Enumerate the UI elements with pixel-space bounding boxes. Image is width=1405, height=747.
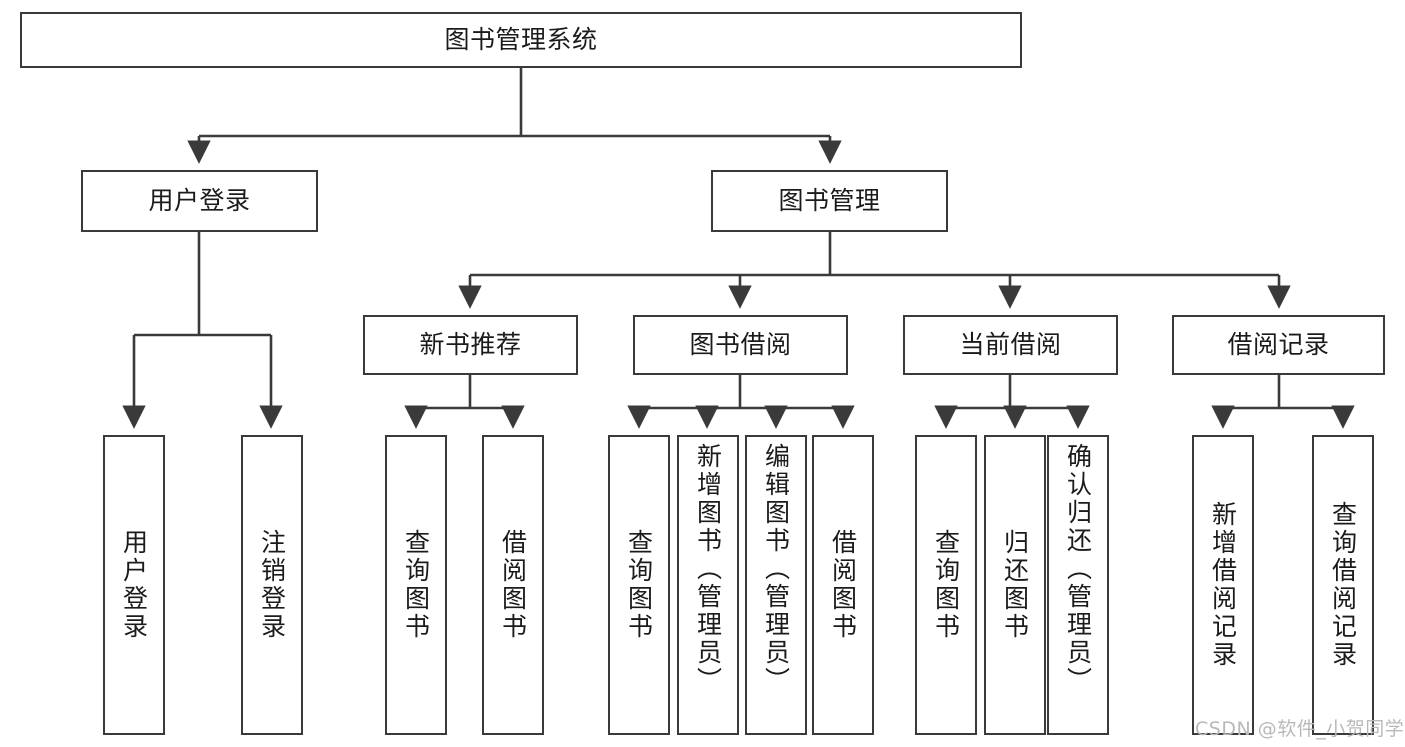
- node-label: 当前借阅: [959, 329, 1062, 359]
- node-label: 确认归还（管理员）: [1063, 443, 1093, 695]
- node-label: 查询借阅记录: [1328, 501, 1358, 669]
- node-label: 用户登录: [148, 185, 251, 215]
- node-new-book-recommend[interactable]: 新书推荐: [363, 315, 578, 375]
- node-label: 用户登录: [119, 529, 149, 641]
- leaf-edit-book-admin[interactable]: 编辑图书（管理员）: [745, 435, 807, 735]
- leaf-borrow-book-recommend[interactable]: 借阅图书: [482, 435, 544, 735]
- node-label: 借阅图书: [498, 529, 528, 641]
- node-label: 借阅记录: [1227, 329, 1330, 359]
- leaf-query-book-recommend[interactable]: 查询图书: [385, 435, 447, 735]
- node-label: 图书借阅: [689, 329, 792, 359]
- node-user-login[interactable]: 用户登录: [81, 170, 318, 232]
- leaf-confirm-return-admin[interactable]: 确认归还（管理员）: [1047, 435, 1109, 735]
- leaf-query-book-current[interactable]: 查询图书: [915, 435, 977, 735]
- node-book-management[interactable]: 图书管理: [711, 170, 948, 232]
- node-label: 查询图书: [624, 529, 654, 641]
- leaf-query-book-borrow[interactable]: 查询图书: [608, 435, 670, 735]
- node-current-borrow[interactable]: 当前借阅: [903, 315, 1118, 375]
- leaf-return-book[interactable]: 归还图书: [984, 435, 1046, 735]
- node-book-borrow[interactable]: 图书借阅: [633, 315, 848, 375]
- node-label: 新增借阅记录: [1208, 501, 1238, 669]
- node-borrow-records[interactable]: 借阅记录: [1172, 315, 1385, 375]
- node-label: 新增图书（管理员）: [693, 443, 723, 695]
- leaf-user-login[interactable]: 用户登录: [103, 435, 165, 735]
- leaf-user-logout[interactable]: 注销登录: [241, 435, 303, 735]
- node-label: 注销登录: [257, 529, 287, 641]
- leaf-query-borrow-record[interactable]: 查询借阅记录: [1312, 435, 1374, 735]
- node-label: 借阅图书: [828, 529, 858, 641]
- node-label: 图书管理系统: [444, 24, 598, 54]
- node-label: 查询图书: [931, 529, 961, 641]
- node-label: 查询图书: [401, 529, 431, 641]
- leaf-add-borrow-record[interactable]: 新增借阅记录: [1192, 435, 1254, 735]
- node-label: 编辑图书（管理员）: [761, 443, 791, 695]
- node-root-system[interactable]: 图书管理系统: [20, 12, 1022, 68]
- node-label: 新书推荐: [419, 329, 522, 359]
- watermark-text: CSDN @软件_小贺同学: [1195, 718, 1405, 740]
- node-label: 图书管理: [778, 185, 881, 215]
- leaf-add-book-admin[interactable]: 新增图书（管理员）: [677, 435, 739, 735]
- node-label: 归还图书: [1000, 529, 1030, 641]
- leaf-borrow-book[interactable]: 借阅图书: [812, 435, 874, 735]
